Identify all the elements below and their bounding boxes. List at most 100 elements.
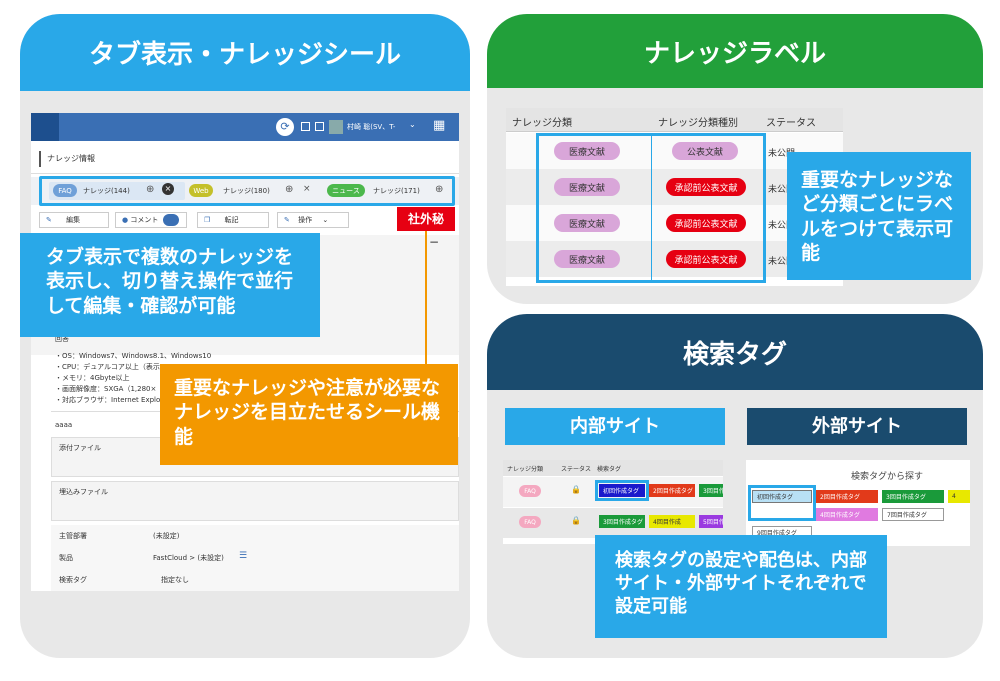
transcribe-button[interactable]: ❐ 転記 bbox=[197, 212, 269, 228]
embedded-box bbox=[51, 481, 459, 521]
comment-icon: ● bbox=[122, 216, 129, 224]
comment-count-dot bbox=[163, 214, 179, 226]
tags-label: 検索タグ bbox=[59, 576, 87, 584]
internal-header: ナレッジ分類 ステータス 検索タグ bbox=[503, 460, 723, 476]
user-name[interactable]: 村崎 聡(SV、T- bbox=[347, 123, 396, 131]
seal-callout: 重要なナレッジや注意が必要なナレッジを目立たせるシール機能 bbox=[160, 364, 458, 465]
search-tag: 2回目作成タグ bbox=[649, 484, 695, 497]
minimize-icon[interactable]: − bbox=[429, 235, 440, 249]
left-panel: タブ表示・ナレッジシール ⟳ 村崎 聡(SV、T- ⌄ ▦ ナレッジ情報 FAQ… bbox=[20, 14, 470, 658]
faq-badge: FAQ bbox=[519, 516, 541, 528]
spec-line: ・画面解像度：SXGA（1,280× bbox=[55, 385, 157, 393]
search-tag: 3回目作 bbox=[699, 484, 723, 497]
lock-icon: 🔒 bbox=[571, 485, 581, 494]
table-header: ナレッジ分類 ナレッジ分類種別 ステータス bbox=[506, 108, 843, 132]
answer-label: 回答 bbox=[55, 335, 69, 343]
external-site-screenshot: 検索タグから探す 初回作成タグ 2回目作成タグ 3回目作成タグ 4 4回目作成タ… bbox=[746, 460, 970, 546]
labels-highlight bbox=[536, 133, 766, 283]
header-kind: ナレッジ分類種別 bbox=[658, 118, 738, 129]
tab-faq[interactable] bbox=[49, 182, 185, 200]
kind-label: 承認前公表文献 bbox=[666, 178, 746, 196]
attachments-label: 添付ファイル bbox=[59, 444, 101, 452]
spec-line: ・メモリ：4Gbyte以上 bbox=[55, 374, 130, 382]
product-value: FastCloud > (未設定) bbox=[153, 554, 224, 562]
split-window-icon[interactable] bbox=[315, 122, 324, 131]
tab-badge-faq: FAQ bbox=[53, 184, 77, 197]
tab-label-web[interactable]: ナレッジ(180) bbox=[223, 187, 270, 195]
dept-value: (未設定) bbox=[153, 532, 180, 540]
search-tag[interactable]: 4 bbox=[948, 490, 970, 503]
category-label: 医療文献 bbox=[554, 250, 620, 268]
search-tag: 5回目作 bbox=[699, 515, 723, 528]
refresh-icon[interactable]: ⟳ bbox=[276, 118, 294, 136]
label-callout: 重要なナレッジなど分類ごとにラベルをつけて表示可能 bbox=[787, 152, 971, 280]
search-tag-callout: 検索タグの設定や配色は、内部サイト・外部サイトそれぞれで設定可能 bbox=[595, 535, 887, 638]
search-tag: 3回目作成タグ bbox=[599, 515, 645, 528]
tabs-highlight bbox=[39, 176, 455, 206]
operation-button[interactable]: ✎ 操作 ⌄ bbox=[277, 212, 349, 228]
search-tag: 初回作成タグ bbox=[599, 484, 645, 497]
search-tag[interactable]: 7回目作成タグ bbox=[882, 508, 944, 521]
comment-button[interactable]: ● コメント bbox=[115, 212, 187, 228]
grid-menu-icon[interactable]: ▦ bbox=[433, 118, 446, 133]
field-aaaa: aaaa bbox=[55, 421, 73, 429]
status-text: 未公開 bbox=[768, 185, 796, 195]
header-tags: 検索タグ bbox=[597, 466, 622, 473]
embedded-label: 埋込みファイル bbox=[59, 488, 108, 496]
kind-label: 承認前公表文献 bbox=[666, 250, 746, 268]
pencil-icon: ✎ bbox=[46, 216, 52, 224]
seal-badge: 社外秘 bbox=[397, 207, 455, 231]
category-label: 医療文献 bbox=[554, 142, 620, 160]
search-tag[interactable]: 初回作成タグ bbox=[752, 490, 812, 503]
operation-label: 操作 bbox=[298, 216, 313, 224]
left-panel-title: タブ表示・ナレッジシール bbox=[88, 40, 401, 70]
user-chevron-icon[interactable]: ⌄ bbox=[409, 120, 416, 129]
header-category: ナレッジ分類 bbox=[512, 118, 572, 129]
external-heading: 検索タグから探す bbox=[851, 472, 924, 482]
window-icon[interactable] bbox=[301, 122, 310, 131]
internal-site-screenshot: ナレッジ分類 ステータス 検索タグ FAQ 🔒 初回作成タグ 2回目作成タグ 3… bbox=[503, 460, 723, 544]
knowledge-app-screenshot: ⟳ 村崎 聡(SV、T- ⌄ ▦ ナレッジ情報 FAQ ナレッジ(144) ⊕ … bbox=[31, 113, 459, 591]
tab-close-icon[interactable]: × bbox=[303, 184, 311, 194]
transcribe-label: 転記 bbox=[224, 216, 239, 224]
status-text: 未公開 bbox=[768, 221, 796, 231]
tab-badge-web[interactable]: Web bbox=[189, 184, 213, 197]
search-tag[interactable]: 3回目作成タグ bbox=[882, 490, 944, 503]
search-tag-panel-header: 検索タグ bbox=[487, 314, 983, 390]
tab-close-icon[interactable]: × bbox=[162, 183, 174, 195]
status-text: 未公開 bbox=[768, 257, 796, 267]
product-label: 製品 bbox=[59, 554, 73, 562]
globe-icon[interactable]: ⊕ bbox=[435, 184, 444, 195]
tab-label-faq: ナレッジ(144) bbox=[83, 187, 130, 195]
search-tag[interactable]: 4回目作成タグ bbox=[816, 508, 878, 521]
app-logo bbox=[31, 113, 59, 141]
external-tag-highlight bbox=[748, 485, 816, 521]
list-icon[interactable]: ☰ bbox=[239, 551, 248, 561]
dept-label: 主管部署 bbox=[59, 532, 87, 540]
avatar[interactable] bbox=[329, 120, 343, 134]
kind-label: 承認前公表文献 bbox=[666, 214, 746, 232]
faq-badge: FAQ bbox=[519, 485, 541, 497]
label-panel-header: ナレッジラベル bbox=[487, 14, 983, 88]
edit-button[interactable]: ✎ 編集 bbox=[39, 212, 109, 228]
tab-badge-news[interactable]: ニュース bbox=[327, 184, 365, 197]
comment-label: コメント bbox=[130, 216, 159, 224]
lock-icon: 🔒 bbox=[571, 516, 581, 525]
search-tag-panel-title: 検索タグ bbox=[682, 339, 787, 370]
internal-site-label: 内部サイト bbox=[505, 408, 725, 445]
globe-icon[interactable]: ⊕ bbox=[285, 184, 294, 195]
tabs-callout: タブ表示で複数のナレッジを表示し、切り替え操作で並行して編集・確認が可能 bbox=[20, 233, 320, 337]
edit-label: 編集 bbox=[66, 216, 81, 224]
search-tag[interactable]: 2回目作成タグ bbox=[816, 490, 878, 503]
globe-icon[interactable]: ⊕ bbox=[146, 184, 155, 195]
external-site-label: 外部サイト bbox=[747, 408, 967, 445]
header-status: ステータス bbox=[561, 466, 592, 473]
tab-label-news[interactable]: ナレッジ(171) bbox=[373, 187, 420, 195]
section-title: ナレッジ情報 bbox=[47, 154, 95, 163]
header-category: ナレッジ分類 bbox=[507, 466, 544, 473]
label-panel-title: ナレッジラベル bbox=[643, 38, 826, 69]
spec-line: ・CPU：デュアルコア以上（表示 bbox=[55, 363, 160, 371]
header-status: ステータス bbox=[766, 118, 816, 129]
tags-value: 指定なし bbox=[161, 576, 189, 584]
kind-label: 公表文献 bbox=[672, 142, 738, 160]
